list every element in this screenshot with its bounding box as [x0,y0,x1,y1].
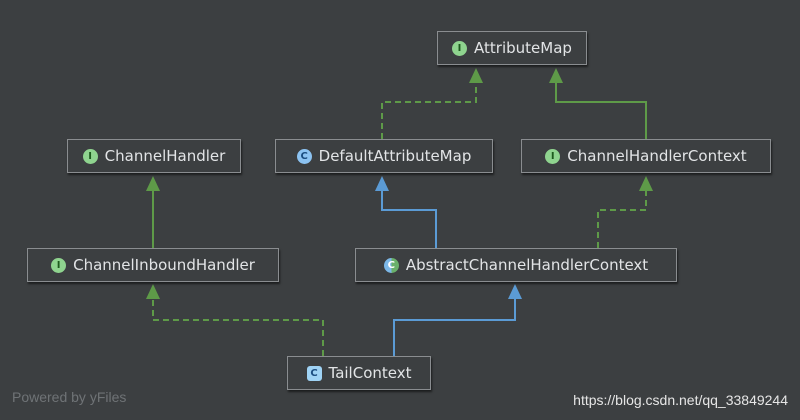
edge-abstractchannelhandlercontext-extends-defaultattributemap [375,176,437,248]
node-abstractchannelhandlercontext[interactable]: C AbstractChannelHandlerContext [355,248,677,282]
edge-abstractchannelhandlercontext-implements-channelhandlercontext [597,176,653,248]
abstract-class-icon: C [383,257,399,273]
edge-tailcontext-implements-channelinboundhandler [146,284,324,356]
node-channelhandler[interactable]: I ChannelHandler [67,139,241,173]
node-label: AttributeMap [474,38,572,57]
node-channelinboundhandler[interactable]: I ChannelInboundHandler [27,248,279,282]
node-label: AbstractChannelHandlerContext [405,255,649,274]
node-label: TailContext [328,363,412,382]
node-channelhandlercontext[interactable]: I ChannelHandlerContext [521,139,771,173]
interface-icon: I [82,148,98,164]
interface-icon: I [545,148,561,164]
node-label: ChannelHandler [104,146,226,165]
inner-class-icon: C [306,365,322,381]
node-attributemap[interactable]: I AttributeMap [437,31,587,65]
edge-tailcontext-extends-abstractchannelhandlercontext [393,284,522,356]
node-label: ChannelInboundHandler [73,255,255,274]
edge-channelinboundhandler-extends-channelhandler [146,176,160,248]
watermark-url: https://blog.csdn.net/qq_33849244 [573,392,788,408]
interface-icon: I [51,257,67,273]
interface-icon: I [452,40,468,56]
node-tailcontext[interactable]: C TailContext [287,356,431,390]
node-label: ChannelHandlerContext [567,146,747,165]
node-defaultattributemap[interactable]: C DefaultAttributeMap [275,139,493,173]
edge-channelhandlercontext-extends-attributemap [549,68,647,139]
node-label: DefaultAttributeMap [318,146,472,165]
edge-defaultattributemap-implements-attributemap [381,68,483,139]
powered-by-label: Powered by yFiles [12,389,127,405]
class-icon: C [296,148,312,164]
